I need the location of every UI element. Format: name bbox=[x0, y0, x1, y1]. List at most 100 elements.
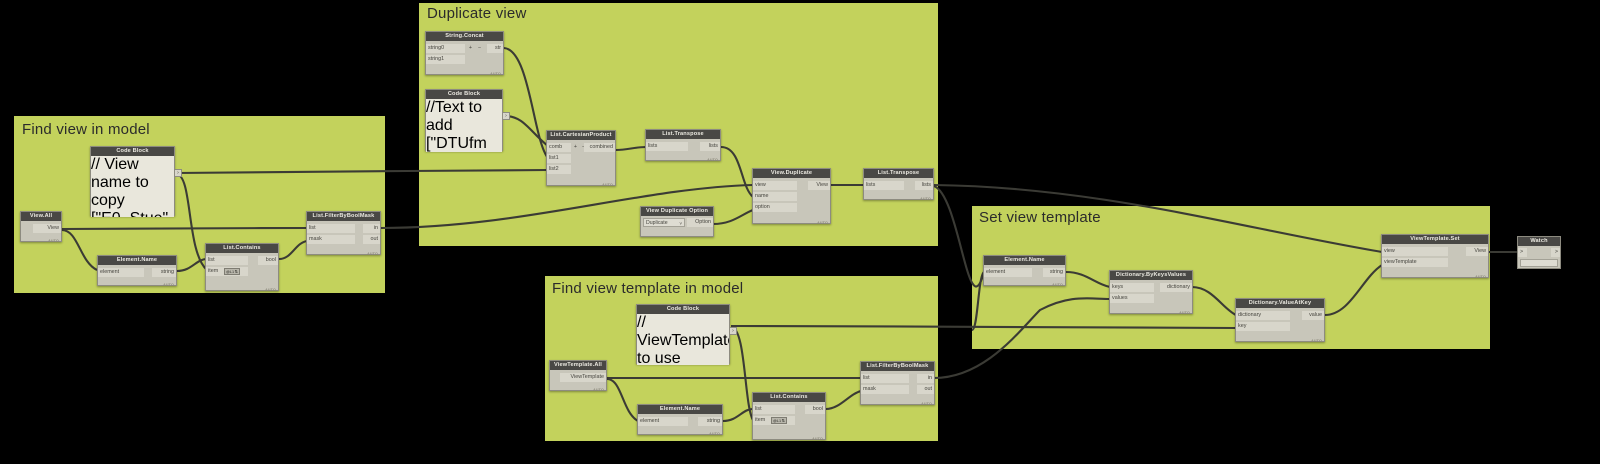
port-out-bool[interactable]: bool bbox=[805, 405, 825, 414]
watch-preview[interactable] bbox=[1520, 259, 1558, 267]
port-in-mask[interactable]: mask bbox=[307, 235, 355, 244]
port-in-list[interactable]: list bbox=[206, 256, 248, 265]
port-out-dictionary[interactable]: dictionary bbox=[1160, 283, 1192, 292]
port-in-mask[interactable]: mask bbox=[861, 385, 909, 394]
port-in-option[interactable]: option bbox=[753, 203, 797, 212]
code-block-text[interactable]: // ViewTemplate to use ["DTUfm - CHECK",… bbox=[637, 314, 729, 365]
port-out-in[interactable]: in bbox=[363, 224, 380, 233]
node-viewtemplate-set[interactable]: ViewTemplate.Set view viewTemplate View … bbox=[1381, 234, 1489, 279]
port-out-string[interactable]: string bbox=[698, 417, 722, 426]
port-in-comb[interactable]: comb bbox=[547, 143, 571, 152]
duplicate-option-dropdown[interactable]: Duplicate ˅ bbox=[643, 218, 685, 227]
node-view-duplicate[interactable]: View.Duplicate view name option View AUT… bbox=[752, 168, 831, 225]
node-list-filterbyboolmask-2[interactable]: List.FilterByBoolMask list mask in out A… bbox=[860, 361, 935, 406]
port-in-string0[interactable]: string0 bbox=[426, 44, 465, 53]
port-in-list1[interactable]: list1 bbox=[547, 154, 571, 163]
node-auto-badge: AUTO bbox=[367, 252, 378, 256]
code-block-text[interactable]: // View name to copy ["E0_Stue", "E1_1. … bbox=[91, 156, 174, 217]
port-out-lists[interactable]: lists bbox=[915, 181, 933, 190]
port-out-lists[interactable]: lists bbox=[700, 142, 720, 151]
node-viewtemplate-all[interactable]: ViewTemplate.All ViewTemplate AUTO bbox=[549, 360, 607, 392]
node-string-concat[interactable]: String.Concat string0 string1 + − str AU… bbox=[425, 31, 504, 76]
port-in-element[interactable]: element bbox=[98, 268, 144, 277]
group-title-duplicate-view: Duplicate view bbox=[427, 5, 527, 22]
port-in-view[interactable]: view bbox=[1382, 247, 1448, 256]
port-in-lists[interactable]: lists bbox=[646, 142, 688, 151]
node-list-contains-2[interactable]: List.Contains list item @L1 ⇅ bool AUTO bbox=[752, 392, 826, 441]
port-in-list[interactable]: list bbox=[753, 405, 795, 414]
node-auto-badge: AUTO bbox=[1311, 339, 1322, 343]
port-in-element[interactable]: element bbox=[984, 268, 1032, 277]
node-title: View.All bbox=[21, 212, 61, 221]
node-watch[interactable]: Watch > > bbox=[1517, 236, 1561, 269]
node-code-block-view-templates[interactable]: Code Block // ViewTemplate to use ["DTUf… bbox=[636, 304, 737, 365]
port-in-view[interactable]: view bbox=[753, 181, 797, 190]
node-title: Element.Name bbox=[98, 256, 176, 265]
stepper-arrows-icon[interactable]: ⇅ bbox=[234, 269, 238, 274]
port-in-string1[interactable]: string1 bbox=[426, 55, 465, 64]
port-out-codeblock[interactable]: › bbox=[729, 327, 737, 335]
port-out-watch[interactable]: > bbox=[1551, 248, 1560, 257]
port-in-list[interactable]: list bbox=[307, 224, 355, 233]
port-out-viewtemplate[interactable]: ViewTemplate bbox=[560, 373, 606, 382]
port-in-lists[interactable]: lists bbox=[864, 181, 904, 190]
port-out-view[interactable]: View bbox=[808, 181, 830, 190]
node-dictionary-bykeysvalues[interactable]: Dictionary.ByKeysValues keys values dict… bbox=[1109, 270, 1193, 315]
port-out-bool[interactable]: bool bbox=[258, 256, 278, 265]
port-out-value[interactable]: value bbox=[1302, 311, 1324, 320]
code-comment-line: // View name to copy bbox=[91, 156, 149, 209]
port-out-in[interactable]: in bbox=[917, 374, 934, 383]
chevron-down-icon[interactable]: ˅ bbox=[679, 221, 682, 226]
port-in-values[interactable]: values bbox=[1110, 294, 1154, 303]
node-code-block-view-names[interactable]: Code Block // View name to copy ["E0_Stu… bbox=[90, 146, 182, 217]
port-out-codeblock[interactable]: › bbox=[174, 169, 182, 177]
port-out-combined[interactable]: combined bbox=[584, 143, 615, 152]
item-level-stepper[interactable]: @L1 ⇅ bbox=[224, 268, 240, 275]
port-out-string[interactable]: string bbox=[152, 268, 176, 277]
port-in-name[interactable]: name bbox=[753, 192, 797, 201]
group-find-view-in-model[interactable] bbox=[14, 116, 385, 293]
node-view-all[interactable]: View.All View AUTO bbox=[20, 211, 62, 243]
port-in-viewtemplate[interactable]: viewTemplate bbox=[1382, 258, 1448, 267]
dropdown-selected-value: Duplicate bbox=[646, 220, 668, 226]
port-in-keys[interactable]: keys bbox=[1110, 283, 1154, 292]
port-out-str[interactable]: str bbox=[487, 44, 503, 53]
port-out-view[interactable]: View bbox=[33, 224, 61, 233]
node-view-duplicate-option[interactable]: View Duplicate Option Duplicate ˅ Option bbox=[640, 206, 714, 237]
node-list-filterbyboolmask-1[interactable]: List.FilterByBoolMask list mask in out A… bbox=[306, 211, 381, 256]
code-block-text[interactable]: //Text to add ["DTUfm CHECK - ", "DTUfm … bbox=[426, 99, 502, 152]
port-out-out[interactable]: out bbox=[363, 235, 380, 244]
node-element-name-1[interactable]: Element.Name element string AUTO bbox=[97, 255, 177, 287]
port-out-codeblock[interactable]: › bbox=[502, 112, 510, 120]
node-list-contains-1[interactable]: List.Contains list item @L1 ⇅ bool AUTO bbox=[205, 243, 279, 292]
port-in-list[interactable]: list bbox=[861, 374, 909, 383]
remove-input-button[interactable]: − bbox=[477, 45, 482, 51]
node-list-transpose-1[interactable]: List.Transpose lists lists AUTO bbox=[645, 129, 721, 162]
node-dictionary-valueatkey[interactable]: Dictionary.ValueAtKey dictionary key val… bbox=[1235, 298, 1325, 343]
port-out-string[interactable]: string bbox=[1043, 268, 1065, 277]
node-element-name-3[interactable]: Element.Name element string AUTO bbox=[983, 255, 1066, 287]
node-title: Element.Name bbox=[984, 256, 1065, 265]
port-in-dictionary[interactable]: dictionary bbox=[1236, 311, 1290, 320]
port-in-watch[interactable]: > bbox=[1518, 248, 1527, 257]
node-auto-badge: AUTO bbox=[812, 437, 823, 441]
node-element-name-2[interactable]: Element.Name element string AUTO bbox=[637, 404, 723, 436]
add-input-button[interactable]: + bbox=[573, 144, 578, 150]
port-out-out[interactable]: out bbox=[917, 385, 934, 394]
port-out-option[interactable]: Option bbox=[687, 218, 713, 227]
node-title: List.FilterByBoolMask bbox=[861, 362, 934, 371]
port-in-list2[interactable]: list2 bbox=[547, 165, 571, 174]
node-list-transpose-2[interactable]: List.Transpose lists lists AUTO bbox=[863, 168, 934, 201]
port-out-view[interactable]: View bbox=[1466, 247, 1488, 256]
stepper-arrows-icon[interactable]: ⇅ bbox=[781, 418, 785, 423]
node-title: List.Contains bbox=[753, 393, 825, 402]
group-find-view-template-in-model[interactable] bbox=[545, 276, 938, 441]
item-level-stepper[interactable]: @L1 ⇅ bbox=[771, 417, 787, 424]
port-in-key[interactable]: key bbox=[1236, 322, 1290, 331]
node-code-block-text-to-add[interactable]: Code Block //Text to add ["DTUfm CHECK -… bbox=[425, 89, 510, 152]
add-input-button[interactable]: + bbox=[468, 45, 473, 51]
node-list-cartesianproduct[interactable]: List.CartesianProduct comb + − list1 lis… bbox=[546, 130, 616, 187]
remove-input-button[interactable]: − bbox=[580, 143, 587, 152]
port-in-element[interactable]: element bbox=[638, 417, 688, 426]
